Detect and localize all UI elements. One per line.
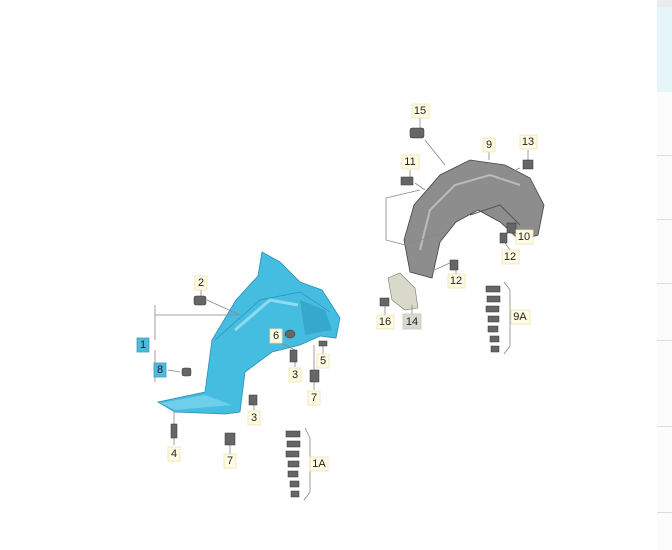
clip-5-icon bbox=[318, 340, 328, 347]
callout-3[interactable]: 3 bbox=[288, 367, 302, 383]
callout-1a[interactable]: 1A bbox=[309, 456, 329, 472]
sidebar-header bbox=[657, 0, 672, 7]
callout-10[interactable]: 10 bbox=[515, 229, 534, 245]
clip-15-icon bbox=[409, 127, 425, 139]
svg-text:9: 9 bbox=[486, 139, 492, 151]
clip-10-icon bbox=[506, 222, 517, 234]
sidebar-selected-row[interactable] bbox=[657, 7, 672, 92]
svg-text:15: 15 bbox=[414, 105, 426, 117]
callout-12b[interactable]: 12 bbox=[447, 273, 466, 289]
svg-text:3: 3 bbox=[251, 412, 257, 424]
nut-6-icon bbox=[284, 329, 296, 339]
callout-3b[interactable]: 3 bbox=[247, 410, 261, 426]
row-divider bbox=[657, 283, 672, 284]
svg-text:12: 12 bbox=[504, 251, 516, 263]
svg-text:5: 5 bbox=[320, 355, 326, 367]
callout-9[interactable]: 9 bbox=[482, 137, 496, 153]
bracket-14[interactable] bbox=[387, 272, 419, 311]
rear-wheel-liner[interactable] bbox=[387, 159, 545, 311]
svg-text:14: 14 bbox=[406, 316, 418, 328]
svg-text:6: 6 bbox=[273, 330, 279, 342]
row-divider bbox=[657, 219, 672, 220]
callout-1[interactable]: 1 bbox=[136, 337, 150, 353]
svg-text:1: 1 bbox=[140, 339, 146, 351]
screw-12-icon bbox=[499, 232, 508, 244]
screw-12b-icon bbox=[449, 259, 459, 271]
svg-text:1A: 1A bbox=[312, 458, 326, 470]
callout-12[interactable]: 12 bbox=[501, 249, 520, 265]
svg-text:10: 10 bbox=[518, 231, 530, 243]
callout-5[interactable]: 5 bbox=[316, 353, 330, 369]
callout-4[interactable]: 4 bbox=[167, 446, 181, 462]
svg-text:13: 13 bbox=[522, 136, 534, 148]
front-fasteners bbox=[170, 295, 328, 498]
callout-2[interactable]: 2 bbox=[194, 275, 208, 291]
rear-fasteners bbox=[379, 127, 534, 353]
callout-11[interactable]: 11 bbox=[401, 154, 420, 170]
clip-2-icon bbox=[193, 295, 207, 306]
callout-14[interactable]: 14 bbox=[402, 313, 422, 330]
row-divider bbox=[657, 512, 672, 513]
svg-text:9A: 9A bbox=[513, 311, 527, 323]
callout-15[interactable]: 15 bbox=[411, 103, 430, 119]
row-divider bbox=[657, 340, 672, 341]
screw-4-icon bbox=[170, 423, 178, 439]
clip-11-icon bbox=[400, 176, 414, 186]
parts-diagram: 1 8 2 6 5 3 7 3 4 7 1A 15 9 13 11 10 12 … bbox=[136, 103, 545, 501]
callout-9a[interactable]: 9A bbox=[510, 309, 531, 325]
row-divider bbox=[657, 426, 672, 427]
svg-text:8: 8 bbox=[157, 364, 163, 376]
screw-3-icon bbox=[289, 349, 298, 363]
kit-1a-icon bbox=[285, 430, 301, 438]
screw-3b-icon bbox=[248, 394, 258, 406]
callout-7[interactable]: 7 bbox=[307, 390, 321, 406]
callout-7b[interactable]: 7 bbox=[223, 453, 237, 469]
front-wheel-liner[interactable] bbox=[156, 251, 341, 415]
callout-13[interactable]: 13 bbox=[519, 134, 538, 150]
clip-7-icon bbox=[309, 369, 320, 383]
callout-6[interactable]: 6 bbox=[269, 328, 283, 344]
nut-8-icon bbox=[181, 367, 192, 377]
kit-9a-icon bbox=[485, 285, 501, 293]
svg-text:2: 2 bbox=[198, 277, 204, 289]
clip-7b-icon bbox=[224, 432, 236, 446]
svg-text:4: 4 bbox=[171, 448, 177, 460]
parts-list-sidebar[interactable] bbox=[657, 0, 672, 550]
svg-text:3: 3 bbox=[292, 369, 298, 381]
svg-text:11: 11 bbox=[404, 156, 415, 168]
svg-text:7: 7 bbox=[311, 392, 317, 404]
svg-text:16: 16 bbox=[379, 316, 391, 328]
callout-8[interactable]: 8 bbox=[153, 362, 167, 378]
svg-text:12: 12 bbox=[450, 275, 462, 287]
row-divider bbox=[657, 155, 672, 156]
callout-16[interactable]: 16 bbox=[376, 314, 395, 330]
nut-13-icon bbox=[522, 159, 534, 170]
screw-16-icon bbox=[379, 297, 390, 307]
svg-text:7: 7 bbox=[227, 455, 233, 467]
